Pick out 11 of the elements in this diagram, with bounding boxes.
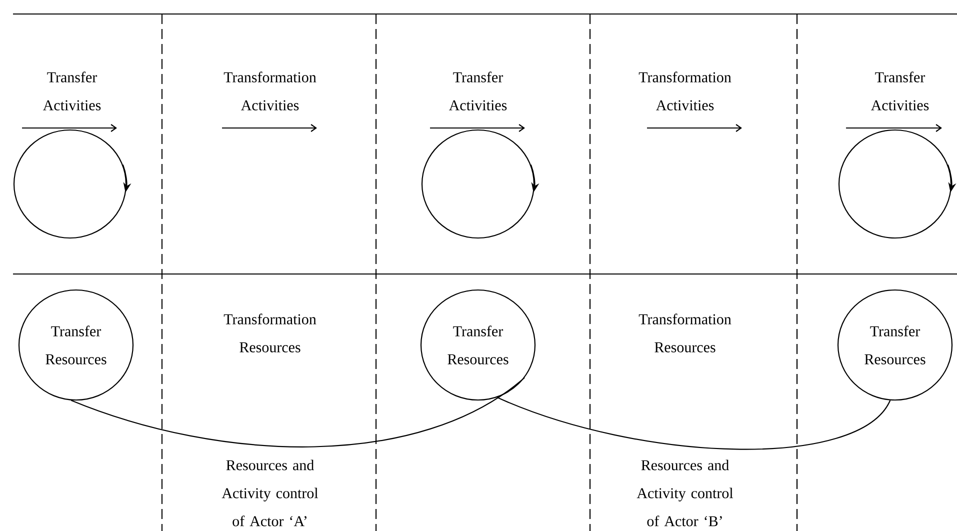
loop-arrow [421, 129, 540, 239]
text-label: Transformation Activities [638, 72, 732, 110]
connector-curve [496, 396, 891, 450]
connector-curve [70, 377, 525, 448]
text-label: Transformation Resources [638, 314, 732, 352]
text-label: Resources and Activity control of Actor ‘B’ [636, 460, 734, 526]
text-label: Resources and Activity control of Actor ‘A’ [222, 460, 318, 526]
text-label: Transformation Activities [224, 72, 316, 110]
loop-arrow [13, 129, 132, 239]
loop-arrow [838, 129, 956, 239]
text-label: Transformation Resources [224, 314, 316, 352]
